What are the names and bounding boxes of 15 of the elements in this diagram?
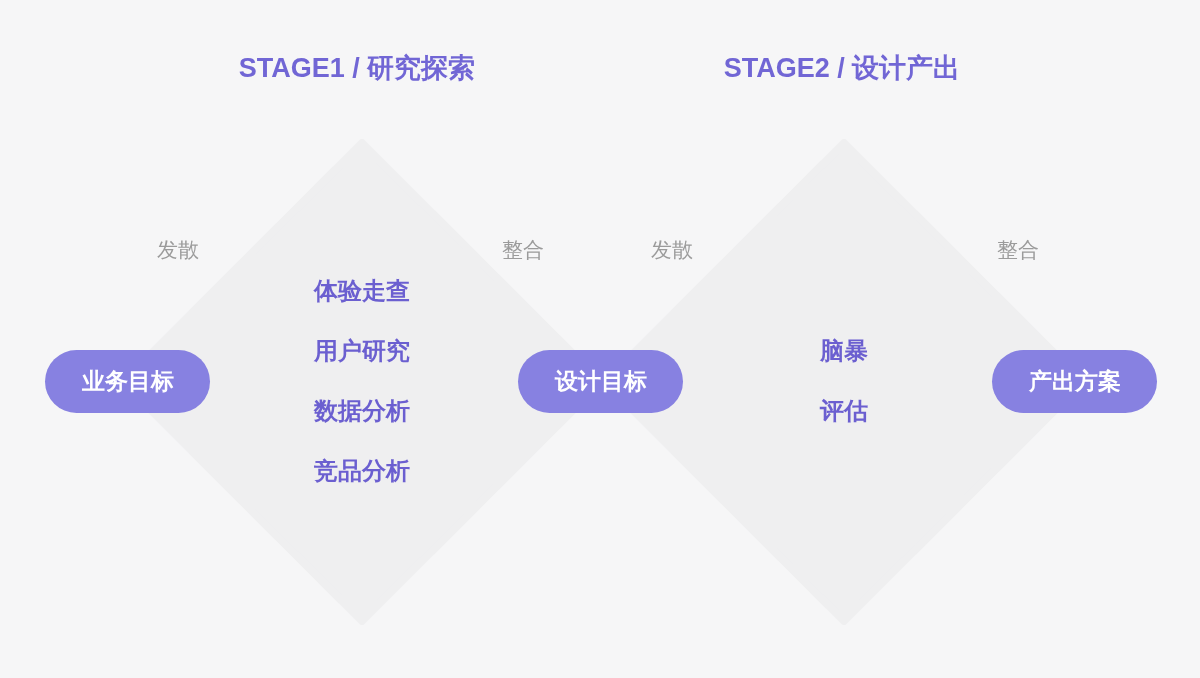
phase-label: 整合 [997, 237, 1039, 263]
goal-node: 设计目标 [518, 350, 683, 413]
phase-label: 发散 [651, 237, 693, 263]
stage-heading: STAGE1 / 研究探索 [238, 51, 476, 85]
activity-label: 评估 [820, 396, 868, 426]
activity-label: 脑暴 [820, 336, 868, 366]
stage-heading: STAGE2 / 设计产出 [723, 51, 961, 85]
activity-label: 竞品分析 [314, 456, 410, 486]
activity-label: 体验走查 [314, 276, 410, 306]
goal-node: 业务目标 [45, 350, 210, 413]
phase-label: 发散 [157, 237, 199, 263]
phase-label: 整合 [502, 237, 544, 263]
activity-label: 数据分析 [314, 396, 410, 426]
goal-node: 产出方案 [992, 350, 1157, 413]
activity-label: 用户研究 [314, 336, 410, 366]
